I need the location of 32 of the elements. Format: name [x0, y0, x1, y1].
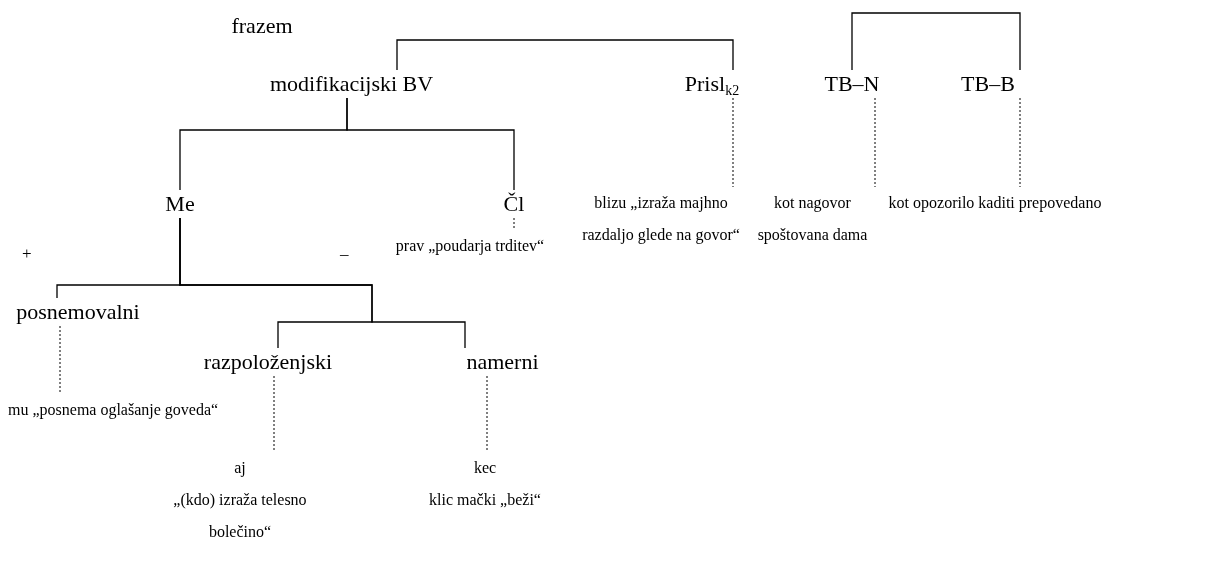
example-gloss: blizu „izraža majhno razdaljo glede na govor“	[581, 193, 741, 246]
dotted-link-line	[486, 375, 488, 453]
tree-node-label: modifikacijski BV	[270, 70, 434, 98]
tree-node-label: posnemovalni	[16, 298, 140, 326]
example-gloss: klic mački „beži“	[429, 490, 541, 510]
tree-node-label: razpoloženjski	[203, 348, 333, 376]
dotted-link-line	[874, 97, 876, 188]
tree-branch-line	[346, 97, 515, 191]
tree-node-label: TB–N	[824, 70, 880, 98]
tree-branch-line	[179, 217, 466, 349]
bracket-line	[851, 12, 1021, 71]
tree-node-label: frazem	[231, 12, 293, 40]
example-gloss: prav „poudarja trditev“	[395, 236, 545, 257]
example-gloss: kec	[473, 458, 497, 478]
tree-node-label: Prisl$_{k2}$	[684, 70, 740, 98]
example-gloss: „(kdo) izraža telesno bolečino“	[172, 490, 308, 542]
tree-node-label: TB–B	[961, 70, 1015, 98]
tree-node-label: Čl	[503, 190, 525, 218]
dotted-link-line	[59, 325, 61, 395]
tree-node-label: Me	[165, 190, 195, 218]
bracket-line	[396, 39, 734, 71]
example-gloss: kot opozorilo kaditi prepovedano	[888, 193, 1102, 214]
dotted-link-line	[732, 97, 734, 188]
dotted-link-line	[273, 375, 275, 453]
example-gloss: aj	[234, 458, 246, 479]
dotted-link-line	[513, 217, 515, 231]
tree-node-label: namerni	[466, 348, 539, 376]
example-gloss: kot nagovor spoštovana dama	[756, 193, 869, 246]
dotted-link-line	[1019, 97, 1021, 188]
branch-sign: –	[340, 244, 349, 264]
example-gloss: mu „posnema oglašanje goveda“	[8, 400, 219, 421]
branch-sign: +	[22, 244, 32, 264]
